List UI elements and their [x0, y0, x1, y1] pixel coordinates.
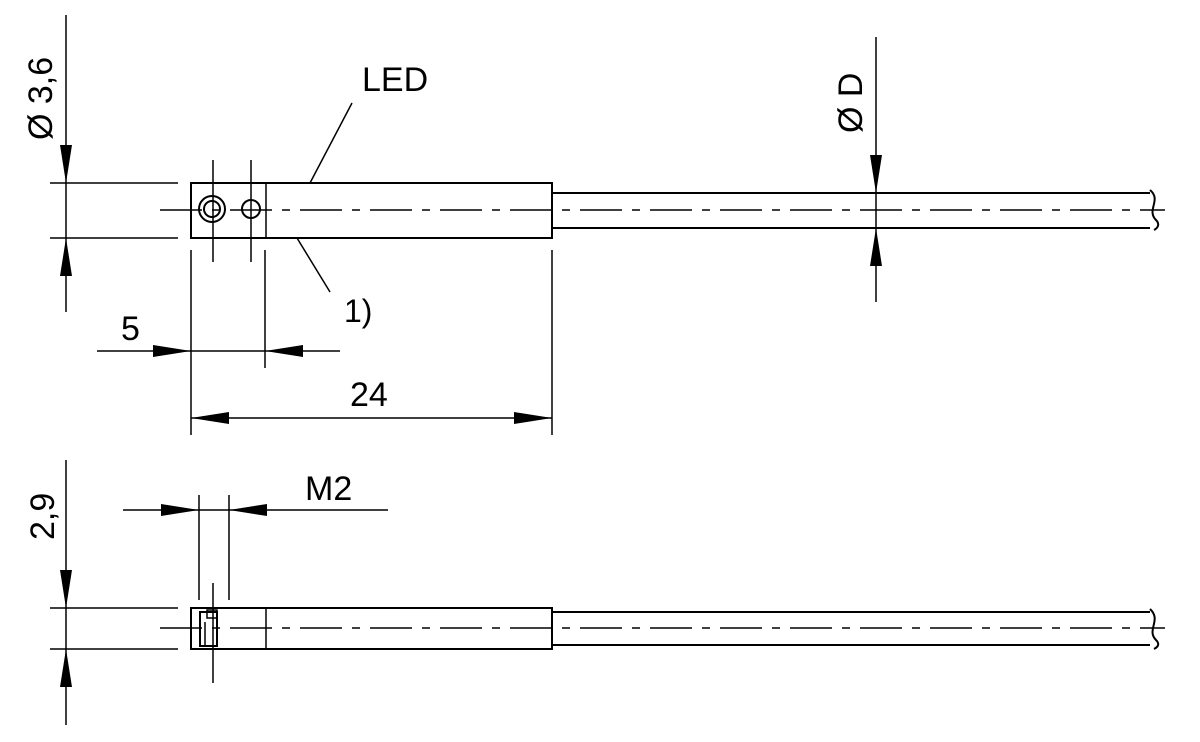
dimension-cable-diameter: Ø D [832, 37, 882, 302]
footnote-leader [296, 237, 331, 293]
mounting-screw [199, 609, 218, 647]
label-height: 2,9 [24, 493, 62, 540]
dimension-24: 24 [191, 250, 553, 435]
dimension-5: 5 [97, 250, 340, 435]
cable-side [552, 608, 1160, 650]
label-thread-m2: M2 [305, 470, 352, 508]
label-led: LED [362, 61, 428, 99]
label-dim-24: 24 [350, 376, 388, 414]
top-view [160, 102, 1165, 293]
side-view [160, 583, 1165, 683]
mounting-hole [198, 195, 226, 223]
label-dim-5: 5 [121, 310, 140, 348]
cable-top [552, 189, 1160, 231]
label-diameter-cable: Ø D [832, 73, 870, 133]
dimension-m2: M2 [123, 470, 388, 600]
dimension-height: 2,9 [24, 460, 178, 725]
label-footnote: 1) [344, 293, 372, 329]
dimension-body-diameter: Ø 3,6 [22, 15, 178, 312]
label-diameter-body: Ø 3,6 [22, 57, 60, 140]
led-indicator [241, 199, 261, 219]
led-leader [309, 102, 353, 184]
